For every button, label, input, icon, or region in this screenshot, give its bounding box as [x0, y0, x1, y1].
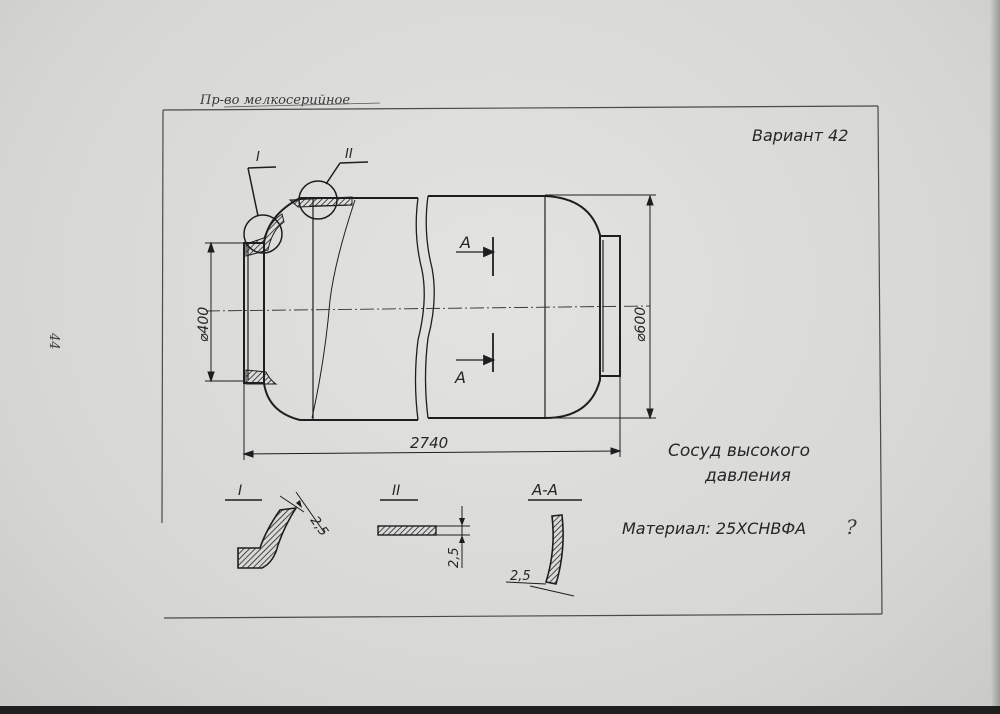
detail-2-thickness: 2,5	[447, 547, 462, 568]
dim-left-diameter	[205, 241, 244, 383]
variant-label: Вариант 42	[752, 126, 848, 145]
detail-1-title: I	[238, 483, 242, 499]
title-line-2: давления	[704, 466, 791, 486]
material-question-mark: ?	[846, 515, 857, 539]
section-view-aa	[505, 499, 582, 597]
vessel-outline	[243, 195, 621, 421]
detail-2-title: II	[392, 483, 400, 499]
detail-1-thickness: 2,5	[307, 514, 331, 540]
section-label-bottom: А	[454, 368, 466, 387]
section-marks	[456, 237, 496, 372]
dim-length-label: 2740	[410, 434, 448, 452]
section-aa-title: А-А	[531, 481, 558, 499]
section-label-top: А	[459, 233, 471, 252]
material-label: Материал: 25ХСНВФА	[622, 519, 806, 538]
drawing-frame	[161, 105, 883, 619]
note-underline	[223, 102, 381, 108]
page-bottom-edge	[0, 706, 1000, 714]
dim-length	[242, 376, 622, 460]
title-line-1: Сосуд высокого	[668, 441, 810, 461]
callout-label-detail2: II	[345, 147, 353, 162]
section-aa-thickness: 2,5	[510, 569, 531, 584]
detail-callouts	[243, 161, 369, 254]
center-axis	[205, 305, 651, 312]
production-note: Пр-во мелкосерийное	[199, 93, 350, 108]
dim-right-diameter-label: ⌀600	[633, 307, 649, 342]
detail-view-2	[377, 499, 470, 568]
wall-hatching	[245, 196, 353, 385]
detail-view-1	[225, 491, 325, 569]
dim-right-diameter	[545, 194, 656, 420]
callout-label-detail1: I	[256, 150, 260, 165]
page-number: 44	[46, 332, 61, 350]
page-edge-shadow	[990, 0, 1000, 714]
dim-left-diameter-label: ⌀400	[196, 307, 212, 342]
